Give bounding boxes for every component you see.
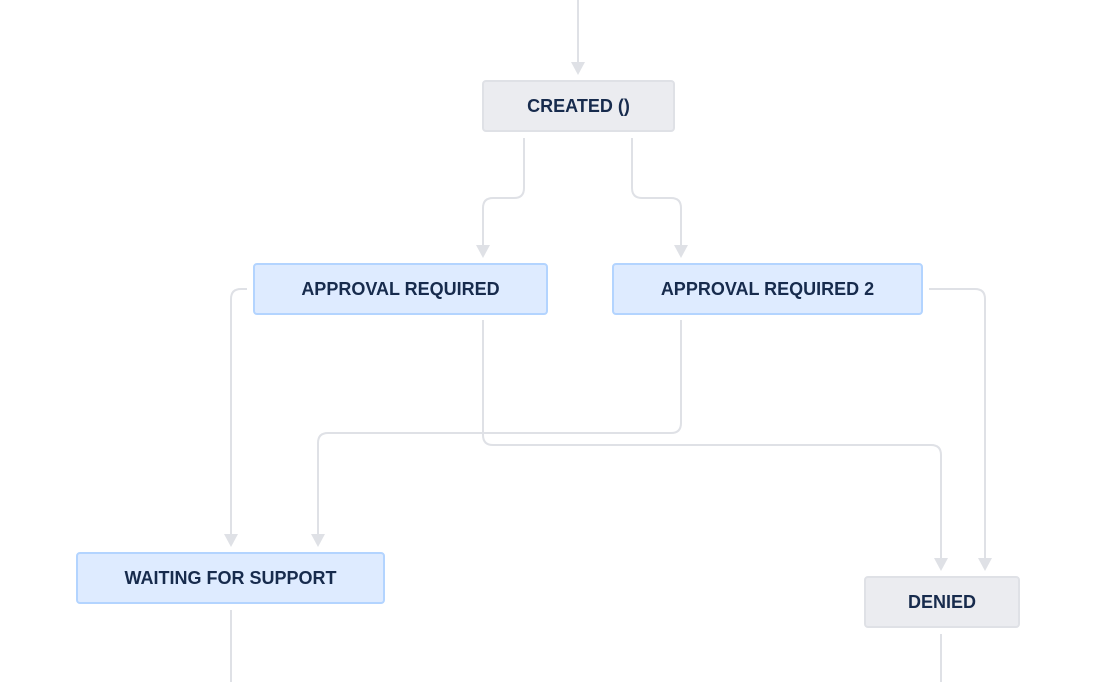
arrowhead <box>978 558 992 571</box>
status-node-denied[interactable]: DENIED <box>864 576 1020 628</box>
status-node-waiting-for-support[interactable]: WAITING FOR SUPPORT <box>76 552 385 604</box>
status-node-created[interactable]: CREATED () <box>482 80 675 132</box>
transition-approval-required-2-to-denied[interactable] <box>929 288 986 559</box>
transition-approval-required-to-waiting-for-support[interactable] <box>230 288 247 535</box>
arrowhead <box>674 245 688 258</box>
arrowhead <box>224 534 238 547</box>
status-node-approval-required[interactable]: APPROVAL REQUIRED <box>253 263 548 315</box>
transition-created-to-approval-required[interactable] <box>482 138 525 246</box>
arrowhead <box>571 62 585 75</box>
transition-approval-required-to-denied[interactable] <box>482 320 942 559</box>
transition-approval-required-2-to-waiting-for-support[interactable] <box>317 320 682 535</box>
arrowhead <box>476 245 490 258</box>
arrowhead <box>311 534 325 547</box>
status-node-approval-required-2[interactable]: APPROVAL REQUIRED 2 <box>612 263 923 315</box>
transition-created-to-approval-required-2[interactable] <box>631 138 682 246</box>
arrowhead <box>934 558 948 571</box>
